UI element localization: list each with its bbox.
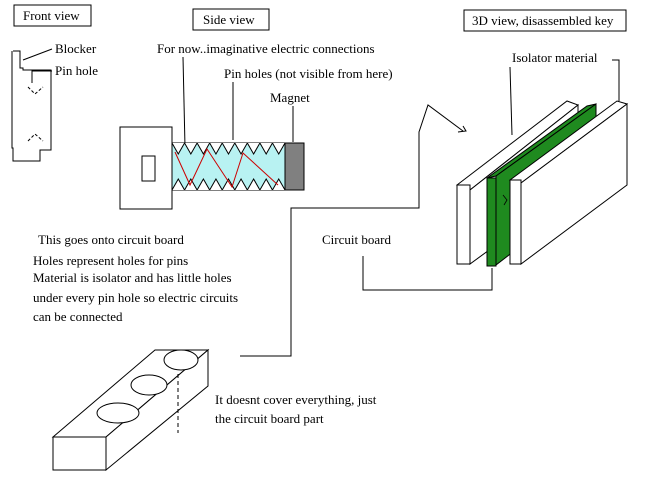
isolator-leader-b xyxy=(612,59,620,101)
front-view-pin-hole-bottom xyxy=(27,133,44,142)
coverage-note-line-1: It doesnt cover everything, just xyxy=(215,392,377,407)
pin-teeth-top xyxy=(171,142,286,156)
blocker-leader xyxy=(22,48,53,61)
pin-tooth-top xyxy=(221,142,236,156)
pin-tooth-bottom xyxy=(184,177,198,191)
note-line-2: Holes represent holes for pins xyxy=(33,253,188,268)
block-pin-hole-1 xyxy=(96,402,140,424)
front-view-heading-box xyxy=(13,4,92,27)
block-pin-hole-2 xyxy=(130,374,168,396)
pin-tooth-top xyxy=(171,142,185,156)
view-3d: 3D view, disassembled key Isolator mater… xyxy=(240,9,629,357)
side-view: Side view For now..imaginative electric … xyxy=(119,8,393,210)
pin-holes-hidden-label: Pin holes (not visible from here) xyxy=(224,66,393,81)
view-3d-heading-box xyxy=(463,9,627,32)
circuit-board-leader xyxy=(362,256,493,291)
note-line-1: This goes onto circuit board xyxy=(38,232,184,247)
pin-tooth-top xyxy=(246,142,261,156)
key-head-window xyxy=(141,155,156,182)
magnet-label: Magnet xyxy=(270,90,310,105)
block-pin-hole-3 xyxy=(163,349,199,371)
pin-tooth-bottom xyxy=(259,177,273,191)
view-3d-heading: 3D view, disassembled key xyxy=(472,13,614,28)
pin-tooth-bottom xyxy=(196,177,211,191)
coverage-note-line-2: the circuit board part xyxy=(215,411,324,426)
circuit-plate-front xyxy=(486,177,497,267)
pin-tooth-bottom xyxy=(272,177,286,191)
note-line-4: under every pin hole so electric circuit… xyxy=(33,290,238,305)
isolator-block xyxy=(51,348,210,472)
isolator-material-label: Isolator material xyxy=(512,50,598,65)
note-line-3: Material is isolator and has little hole… xyxy=(33,270,232,285)
side-view-heading-box xyxy=(192,8,270,31)
connector-line xyxy=(240,104,464,357)
magnet xyxy=(284,142,305,191)
side-view-heading: Side view xyxy=(203,12,255,27)
pin-tooth-bottom xyxy=(209,177,223,191)
front-view: Front view Blocker Pin hole xyxy=(11,4,98,162)
pin-hole-label: Pin hole xyxy=(55,63,98,78)
back-plate-front xyxy=(456,184,471,265)
pin-tooth-top xyxy=(184,142,198,156)
pin-hole-leader xyxy=(31,70,52,83)
pin-teeth-bottom xyxy=(171,177,286,191)
electric-connections-leader xyxy=(182,56,186,148)
front-view-pin-hole-top xyxy=(27,86,44,95)
pin-tooth-top xyxy=(272,142,286,156)
connector-arrowhead xyxy=(457,125,467,133)
notes: This goes onto circuit board Holes repre… xyxy=(33,232,238,324)
note-line-5: can be connected xyxy=(33,309,123,324)
circuit-board-label: Circuit board xyxy=(322,232,391,247)
pin-tooth-bottom xyxy=(171,177,185,191)
front-view-outline xyxy=(11,50,52,162)
block-front xyxy=(52,436,107,471)
blocker-label: Blocker xyxy=(55,41,97,56)
coverage-note: It doesnt cover everything, just the cir… xyxy=(215,392,377,426)
pin-tooth-bottom xyxy=(234,177,248,191)
electric-connections-label: For now..imaginative electric connection… xyxy=(157,41,375,56)
front-plate-front xyxy=(509,179,522,265)
front-view-heading: Front view xyxy=(23,8,80,23)
pin-tooth-top xyxy=(234,142,248,156)
pin-tooth-top xyxy=(209,142,223,156)
isolator-leader-a xyxy=(509,66,513,136)
pin-tooth-top xyxy=(259,142,273,156)
electric-connection-wire xyxy=(174,147,279,189)
pin-tooth-bottom xyxy=(246,177,261,191)
pin-tooth-top xyxy=(196,142,211,156)
